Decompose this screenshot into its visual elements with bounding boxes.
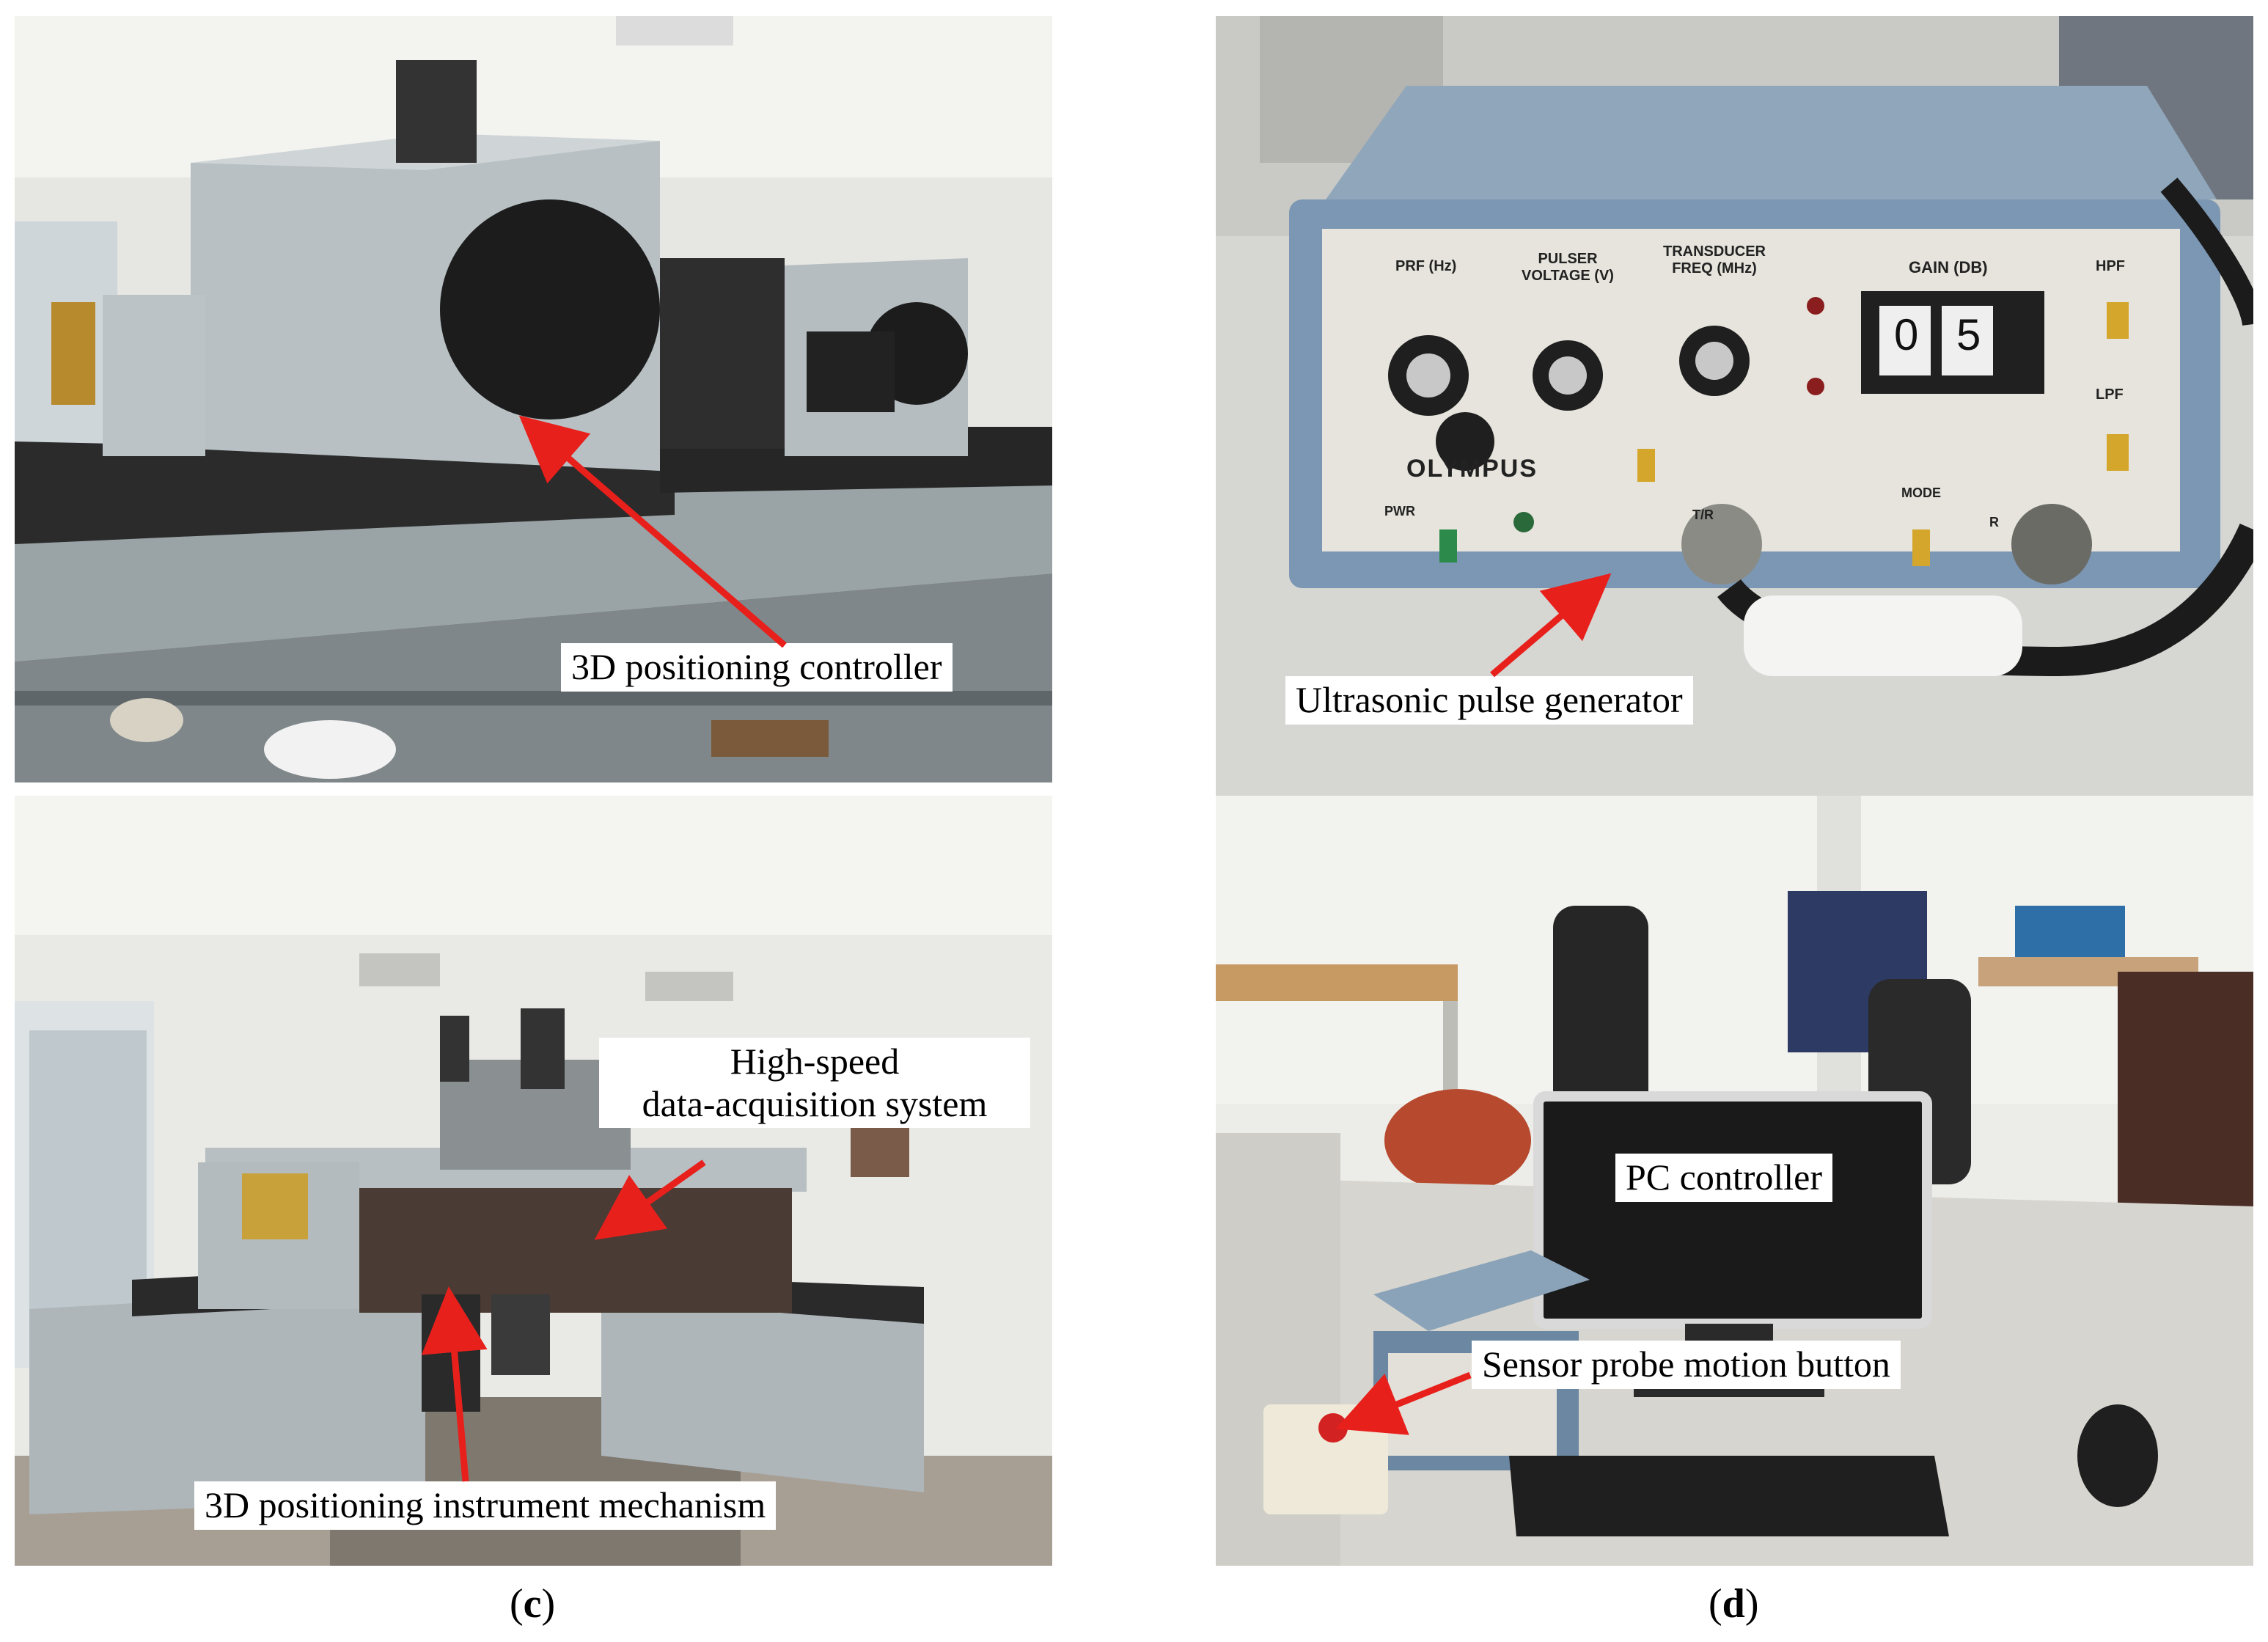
caption-c-letter: c bbox=[523, 1581, 542, 1627]
photo-panel-b: Ultrasonic pulse generator bbox=[1216, 16, 2253, 796]
photo-machine-closeup bbox=[15, 16, 1052, 782]
caption-c: (c) bbox=[510, 1580, 555, 1627]
caption-d-letter: d bbox=[1722, 1581, 1745, 1627]
caption-c-close: ) bbox=[541, 1581, 556, 1627]
caption-d-open: ( bbox=[1709, 1581, 1722, 1627]
photo-panel-c: High-speed data-acquisition system 3D po… bbox=[15, 796, 1052, 1566]
label-high-speed-daq-line2: data-acquisition system bbox=[642, 1082, 988, 1124]
photo-panel-a: 3D positioning controller bbox=[15, 16, 1052, 782]
caption-d: (d) bbox=[1709, 1580, 1758, 1627]
photo-pulser-receiver bbox=[1216, 16, 2253, 796]
label-pc-controller: PC controller bbox=[1615, 1154, 1833, 1202]
label-high-speed-daq-line1: High-speed bbox=[730, 1041, 900, 1082]
label-3d-positioning-controller: 3D positioning controller bbox=[561, 643, 953, 692]
label-3d-positioning-instrument-mechanism: 3D positioning instrument mechanism bbox=[194, 1481, 777, 1530]
caption-d-close: ) bbox=[1744, 1581, 1759, 1627]
caption-c-open: ( bbox=[510, 1581, 524, 1627]
photo-lab-overview bbox=[15, 796, 1052, 1566]
label-ultrasonic-pulse-generator: Ultrasonic pulse generator bbox=[1285, 676, 1693, 725]
label-high-speed-daq: High-speed data-acquisition system bbox=[599, 1038, 1030, 1128]
photo-panel-d: PC controller Sensor probe motion button bbox=[1216, 796, 2253, 1566]
label-sensor-probe-motion-button: Sensor probe motion button bbox=[1472, 1341, 1901, 1389]
